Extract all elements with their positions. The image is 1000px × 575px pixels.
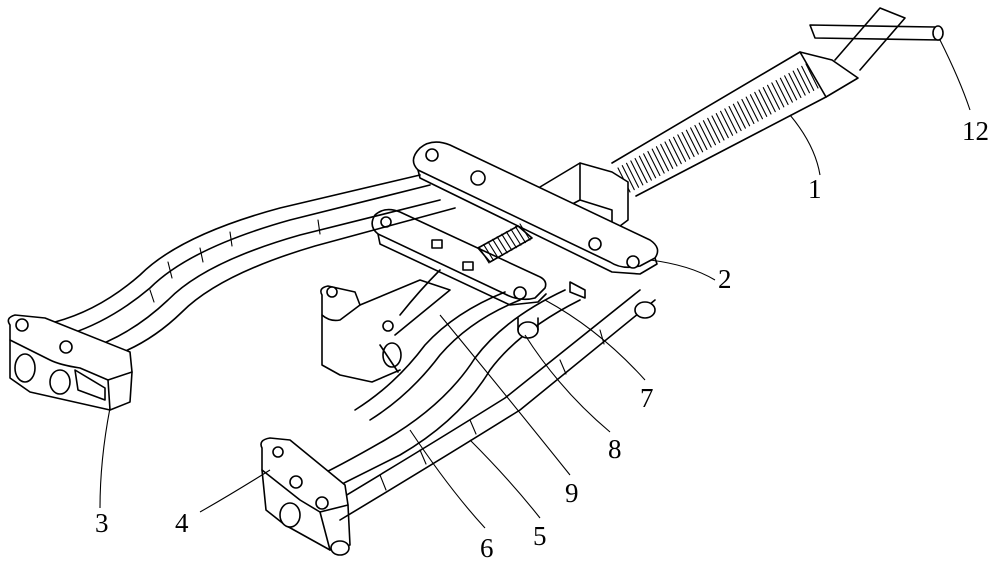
screw-thread bbox=[776, 81, 788, 105]
screw-thread bbox=[682, 133, 694, 157]
screw-thread bbox=[785, 76, 797, 100]
screw-thread bbox=[772, 83, 784, 107]
screw-thread bbox=[648, 151, 660, 175]
label-2: 2 bbox=[718, 264, 732, 294]
screw-thread bbox=[716, 114, 728, 138]
screw-thread bbox=[695, 125, 707, 149]
screw-thread bbox=[699, 123, 711, 147]
screw-thread bbox=[733, 104, 745, 128]
screw-thread bbox=[793, 71, 805, 95]
screw-thread bbox=[656, 147, 668, 171]
lower-arm-outer bbox=[325, 290, 655, 520]
label-5: 5 bbox=[533, 521, 547, 551]
label-3: 3 bbox=[95, 508, 109, 538]
screw-thread bbox=[750, 95, 762, 119]
screw-thread bbox=[652, 149, 664, 173]
label-7: 7 bbox=[640, 383, 654, 413]
screw-thread bbox=[644, 154, 656, 178]
screw-thread bbox=[780, 78, 792, 102]
screw-thread bbox=[661, 144, 673, 168]
left-jaw bbox=[8, 315, 132, 410]
left-arm bbox=[55, 175, 455, 360]
screw-thread bbox=[802, 66, 814, 90]
screw-thread bbox=[678, 135, 690, 159]
screw-thread bbox=[755, 92, 767, 116]
label-4: 4 bbox=[175, 508, 189, 538]
screw-thread bbox=[708, 118, 720, 142]
screw-thread bbox=[497, 237, 507, 253]
screw-thread bbox=[712, 116, 724, 140]
screw-thread bbox=[729, 107, 741, 131]
label-8: 8 bbox=[608, 434, 622, 464]
screw-thread bbox=[669, 140, 681, 164]
screw-thread bbox=[674, 137, 686, 161]
label-12: 12 bbox=[962, 116, 989, 146]
label-6: 6 bbox=[480, 533, 494, 563]
screw-thread bbox=[797, 69, 809, 93]
screw-thread bbox=[686, 130, 698, 154]
screw-thread bbox=[763, 88, 775, 112]
screw-thread bbox=[691, 128, 703, 152]
bottom-jaw bbox=[261, 438, 350, 555]
inner-screw bbox=[478, 224, 532, 263]
t-handle bbox=[810, 8, 943, 70]
screw-thread bbox=[725, 109, 737, 133]
screw-thread bbox=[721, 111, 733, 135]
label-9: 9 bbox=[565, 478, 579, 508]
screw-thread bbox=[635, 159, 647, 183]
screw-thread bbox=[746, 97, 758, 121]
lead-screw bbox=[612, 52, 826, 196]
screw-thread bbox=[511, 229, 521, 245]
screw-thread bbox=[806, 64, 818, 88]
screw-thread bbox=[502, 234, 512, 250]
screw-thread bbox=[631, 161, 643, 185]
screw-thread bbox=[742, 99, 754, 123]
label-1: 1 bbox=[808, 174, 822, 204]
screw-thread bbox=[768, 85, 780, 109]
screw-thread bbox=[738, 102, 750, 126]
screw-thread bbox=[639, 156, 651, 180]
screw-thread bbox=[789, 73, 801, 97]
screw-thread bbox=[493, 239, 503, 255]
screw-thread bbox=[506, 232, 516, 248]
screw-thread bbox=[665, 142, 677, 166]
screw-thread bbox=[759, 90, 771, 114]
screw-thread bbox=[703, 121, 715, 145]
